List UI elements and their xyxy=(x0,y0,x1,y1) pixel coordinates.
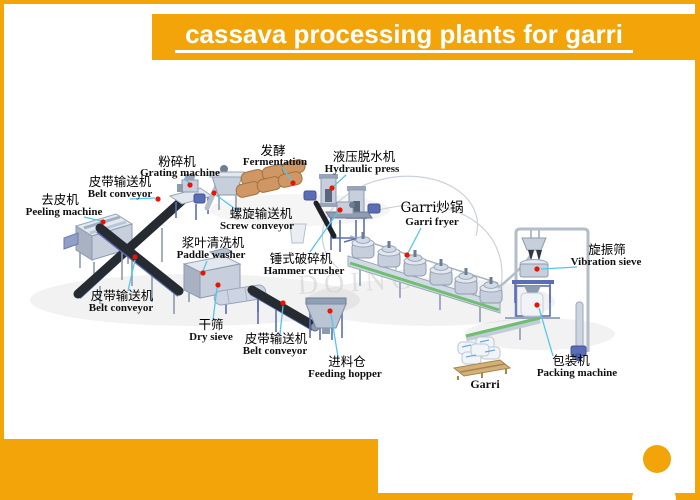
vibration-sieve-graphic xyxy=(512,237,554,303)
leader-fryer xyxy=(407,227,422,254)
leader-hammer xyxy=(309,211,339,253)
label-grating-en: Grating machine xyxy=(140,167,220,179)
accent-circle xyxy=(643,445,671,473)
leader-packing xyxy=(538,307,554,357)
label-fermentation-zh: 发酵 xyxy=(260,143,285,158)
label-hopper-en: Feeding hopper xyxy=(308,368,382,380)
dot-belt-left xyxy=(132,254,138,260)
garri-fryer-graphic xyxy=(343,232,503,322)
feeding-hopper-graphic xyxy=(305,297,347,340)
label-belt-top-zh: 皮带输送机 xyxy=(89,174,152,189)
dot-hopper xyxy=(327,308,333,314)
label-paddle-en: Paddle washer xyxy=(177,249,246,261)
label-garri-product: Garri xyxy=(470,377,500,391)
label-belt-left-zh: 皮带输送机 xyxy=(91,288,154,303)
fermentation-sacks-graphic xyxy=(235,159,306,198)
border-top xyxy=(0,0,700,4)
dot-dry-sieve xyxy=(215,282,221,288)
fryer-pots xyxy=(351,232,503,304)
leader-screw xyxy=(215,194,239,212)
dot-peeling xyxy=(100,219,106,225)
output-conveyor-graphic xyxy=(465,316,541,346)
page-title: cassava processing plants for garri xyxy=(175,21,633,53)
label-packing-zh: 包装机 xyxy=(552,353,590,368)
leader-fermentation xyxy=(281,166,293,182)
label-belt-mid-en: Belt conveyor xyxy=(243,345,308,357)
garri-pallets-graphic xyxy=(452,336,512,380)
label-belt-left-en: Belt conveyor xyxy=(89,302,154,314)
dot-fryer xyxy=(404,252,410,258)
dot-belt-top xyxy=(155,196,161,202)
dot-paddle xyxy=(200,270,206,276)
label-peeling-zh: 去皮机 xyxy=(41,192,79,207)
label-grating-zh: 粉碎机 xyxy=(158,154,196,169)
border-notch xyxy=(632,478,676,500)
leader-grating xyxy=(183,177,190,184)
pipe-arcs xyxy=(321,175,503,293)
dot-screw xyxy=(211,190,217,196)
leader-paddle xyxy=(202,260,208,272)
dot-hammer xyxy=(337,207,343,213)
dot-hydraulic xyxy=(329,185,335,191)
label-screw-zh: 螺旋输送机 xyxy=(230,206,293,221)
dot-packing xyxy=(534,302,540,308)
leader-belt-top xyxy=(129,197,156,200)
air-pipe-graphic xyxy=(570,301,587,361)
label-vibration-zh: 旋振筛 xyxy=(588,242,626,257)
leader-hopper xyxy=(330,313,339,358)
machine-labels: 去皮机 Peeling machine 皮带输送机 Belt conveyor … xyxy=(26,143,642,391)
leader-vibration xyxy=(540,266,578,270)
label-belt-top-en: Belt conveyor xyxy=(88,188,153,200)
dot-belt-mid xyxy=(280,300,286,306)
border-bottom xyxy=(0,493,700,500)
label-paddle-zh: 浆叶清洗机 xyxy=(182,235,245,250)
label-hydraulic-zh: 液压脱水机 xyxy=(333,149,396,164)
doing-watermark: DOING xyxy=(297,264,419,301)
label-packing-en: Packing machine xyxy=(537,367,617,379)
label-hammer-en: Hammer crusher xyxy=(264,265,345,277)
dot-fermentation xyxy=(290,180,296,186)
belt-conveyor-b-graphic xyxy=(95,223,184,314)
leader-belt-left xyxy=(127,259,136,292)
leader-hydraulic xyxy=(333,174,347,187)
label-fryer-zh: Garri炒锅 xyxy=(400,200,463,216)
packing-machine-graphic xyxy=(505,285,560,319)
border-left xyxy=(0,0,4,500)
leader-dry-sieve xyxy=(212,287,218,321)
label-dry-sieve-en: Dry sieve xyxy=(189,331,233,343)
label-vibration-en: Vibration sieve xyxy=(571,256,642,268)
label-dry-sieve-zh: 干筛 xyxy=(198,317,223,332)
border-right xyxy=(695,0,700,500)
grating-machine-graphic xyxy=(168,174,214,220)
label-fryer-en: Garri fryer xyxy=(405,216,459,228)
paddle-washer-graphic xyxy=(182,247,242,302)
leader-peeling xyxy=(83,216,102,222)
dot-vibration xyxy=(534,266,540,272)
label-hammer-zh: 锤式破碎机 xyxy=(270,251,333,266)
label-belt-mid-zh: 皮带输送机 xyxy=(245,331,308,346)
label-hopper-zh: 进料仓 xyxy=(328,354,366,369)
label-peeling-en: Peeling machine xyxy=(26,206,103,218)
title-banner: cassava processing plants for garri xyxy=(152,14,700,60)
label-screw-en: Screw conveyor xyxy=(220,220,294,232)
label-fermentation-en: Fermentation xyxy=(243,156,307,168)
leader-belt-mid xyxy=(279,305,284,335)
label-hydraulic-en: Hydraulic press xyxy=(325,163,400,175)
dot-grating xyxy=(187,182,193,188)
bottom-accent-bar xyxy=(0,439,378,500)
